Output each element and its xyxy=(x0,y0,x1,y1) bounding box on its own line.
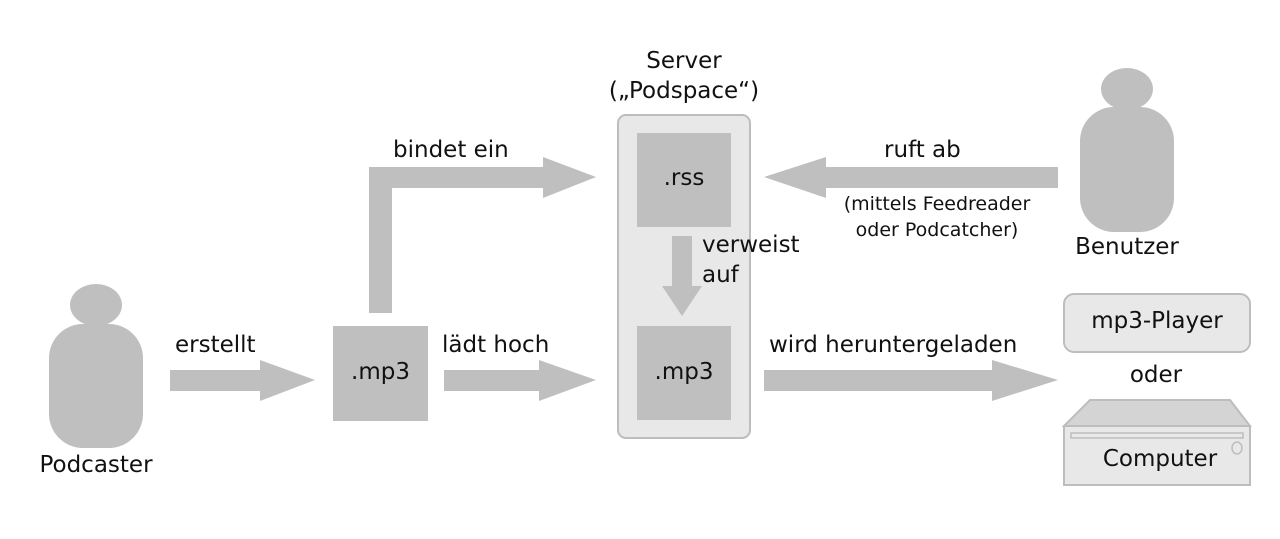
creates-label: erstellt xyxy=(175,332,256,358)
uploads-label: lädt hoch xyxy=(442,332,550,358)
upload-arrow-icon xyxy=(444,360,596,401)
or-label: oder xyxy=(1129,362,1183,388)
mp3-file-server xyxy=(637,326,731,420)
mp3-player-label: mp3-Player xyxy=(1091,308,1223,334)
fetches-label: ruft ab xyxy=(884,137,961,163)
fetches-note-line1: (mittels Feedreader xyxy=(843,193,1031,215)
mp3-server-label: .mp3 xyxy=(654,359,714,385)
fetch-arrow-icon xyxy=(764,157,1058,198)
podcaster-person-icon xyxy=(49,284,143,448)
mp3-file-local xyxy=(333,326,428,421)
user-person-icon xyxy=(1080,68,1174,232)
download-arrow-icon xyxy=(764,360,1058,401)
computer-icon xyxy=(1061,399,1253,486)
rss-label: .rss xyxy=(663,165,705,191)
mp3-local-label: .mp3 xyxy=(351,359,410,385)
podcaster-label: Podcaster xyxy=(39,452,153,478)
refers-label-line2: auf xyxy=(702,262,739,288)
rss-file xyxy=(637,133,731,227)
fetches-note-line2: oder Podcatcher) xyxy=(855,219,1019,241)
embeds-label: bindet ein xyxy=(393,137,509,163)
server-title: Server xyxy=(646,48,722,74)
embed-arrow-icon xyxy=(369,157,596,313)
download-label: wird heruntergeladen xyxy=(769,332,1018,358)
computer-label: Computer xyxy=(1102,446,1218,472)
server-subtitle: („Podspace“) xyxy=(608,78,760,104)
user-label: Benutzer xyxy=(1075,234,1179,260)
mp3-player-icon xyxy=(1063,293,1251,353)
refers-arrow-icon xyxy=(662,236,702,316)
refers-label-line1: verweist xyxy=(702,232,800,258)
creates-arrow-icon xyxy=(170,360,315,401)
